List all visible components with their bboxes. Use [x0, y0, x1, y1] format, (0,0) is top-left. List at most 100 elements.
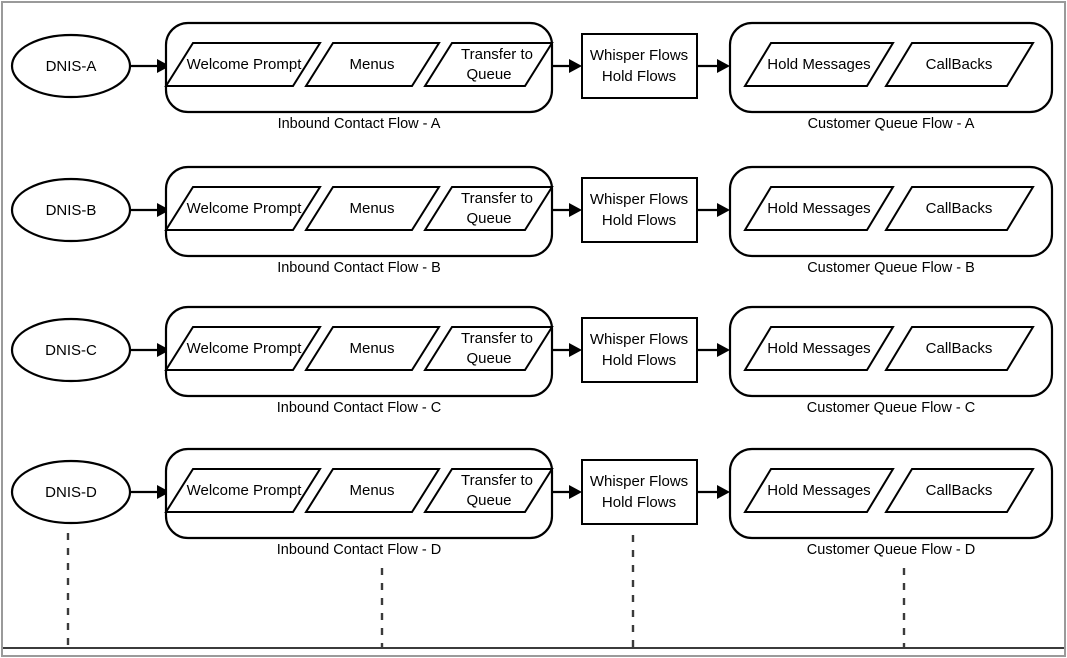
whisper-flows-line1: Whisper Flows [590, 47, 688, 64]
parallelogram [743, 326, 895, 371]
flow-row-c: DNIS-C Welcome Prompt Menus Tran [10, 305, 1054, 416]
dnis-ellipse [10, 33, 132, 99]
parallelogram [743, 42, 895, 87]
dnis-ellipse [10, 459, 132, 525]
step-welcome-prompt[interactable]: Welcome Prompt [164, 42, 322, 87]
parallelogram [164, 186, 322, 231]
inbound-flow-label: Inbound Contact Flow - A [278, 116, 441, 132]
step-hold-messages[interactable]: Hold Messages [743, 186, 895, 231]
whisper-flows-line1: Whisper Flows [590, 191, 688, 208]
dnis-ellipse [10, 177, 132, 243]
connector-whisper-to-queue [697, 203, 730, 217]
connector-dnis-to-inbound [131, 485, 170, 499]
parallelogram [884, 468, 1035, 513]
step-transfer-to-queue[interactable]: Transfer to Queue [423, 42, 554, 87]
step-menus[interactable]: Menus [304, 326, 441, 371]
flow-row-a: DNIS-A Welcome Prompt Menus [10, 21, 1054, 132]
whisper-flows-box-a[interactable]: Whisper Flows Hold Flows [581, 33, 698, 99]
queue-flow-label: Customer Queue Flow - C [807, 400, 975, 416]
step-label-line2: Queue [466, 350, 511, 367]
connector-dnis-to-inbound [131, 59, 170, 73]
step-menus[interactable]: Menus [304, 42, 441, 87]
inbound-flow-label: Inbound Contact Flow - C [277, 400, 441, 416]
whisper-flows-line2: Hold Flows [602, 212, 676, 229]
step-hold-messages[interactable]: Hold Messages [743, 468, 895, 513]
customer-queue-flow-d[interactable]: Hold Messages CallBacks Customer Queue F… [728, 447, 1054, 558]
step-label: Hold Messages [767, 482, 870, 499]
dnis-node-b[interactable]: DNIS-B [10, 177, 132, 243]
step-callbacks[interactable]: CallBacks [884, 42, 1035, 87]
parallelogram [423, 186, 554, 231]
inbound-contact-flow-c[interactable]: Welcome Prompt Menus Transfer to Queue I… [164, 305, 554, 416]
step-welcome-prompt[interactable]: Welcome Prompt [164, 468, 322, 513]
step-hold-messages[interactable]: Hold Messages [743, 42, 895, 87]
dnis-node-a[interactable]: DNIS-A [10, 33, 132, 99]
step-transfer-to-queue[interactable]: Transfer to Queue [423, 326, 554, 371]
whisper-flows-box-b[interactable]: Whisper Flows Hold Flows [581, 177, 698, 243]
step-label: Hold Messages [767, 340, 870, 357]
step-label-line2: Queue [466, 210, 511, 227]
whisper-flows-line1: Whisper Flows [590, 473, 688, 490]
step-label: CallBacks [926, 56, 993, 73]
parallelogram [164, 42, 322, 87]
whisper-flows-line2: Hold Flows [602, 494, 676, 511]
step-transfer-to-queue[interactable]: Transfer to Queue [423, 186, 554, 231]
whisper-flows-box-c[interactable]: Whisper Flows Hold Flows [581, 317, 698, 383]
parallelogram [423, 326, 554, 371]
step-label: Menus [349, 56, 394, 73]
parallelogram [743, 186, 895, 231]
parallelogram [164, 468, 322, 513]
customer-queue-flow-a[interactable]: Hold Messages CallBacks Customer Queue F… [728, 21, 1054, 132]
connector-dnis-to-inbound [131, 343, 170, 357]
dnis-label: DNIS-C [45, 342, 97, 359]
whisper-flows-rect [581, 177, 698, 243]
inbound-contact-flow-d[interactable]: Welcome Prompt Menus Transfer to Queue I… [164, 447, 554, 558]
step-transfer-to-queue[interactable]: Transfer to Queue [423, 468, 554, 513]
step-label-line2: Queue [466, 492, 511, 509]
step-label: Hold Messages [767, 200, 870, 217]
whisper-flows-box-d[interactable]: Whisper Flows Hold Flows [581, 459, 698, 525]
step-label: CallBacks [926, 482, 993, 499]
step-label: Welcome Prompt [187, 200, 303, 217]
step-label: Hold Messages [767, 56, 870, 73]
step-welcome-prompt[interactable]: Welcome Prompt [164, 186, 322, 231]
customer-queue-flow-b[interactable]: Hold Messages CallBacks Customer Queue F… [728, 165, 1054, 276]
queue-flow-label: Customer Queue Flow - D [807, 542, 975, 558]
step-hold-messages[interactable]: Hold Messages [743, 326, 895, 371]
inbound-contact-flow-a[interactable]: Welcome Prompt Menus Transfer to Queue I… [164, 21, 554, 132]
dnis-label: DNIS-B [46, 202, 97, 219]
parallelogram [304, 326, 441, 371]
connector-whisper-to-queue [697, 343, 730, 357]
step-callbacks[interactable]: CallBacks [884, 468, 1035, 513]
customer-queue-flow-c[interactable]: Hold Messages CallBacks Customer Queue F… [728, 305, 1054, 416]
step-label: Menus [349, 340, 394, 357]
whisper-flows-line1: Whisper Flows [590, 331, 688, 348]
step-callbacks[interactable]: CallBacks [884, 326, 1035, 371]
queue-flow-label: Customer Queue Flow - B [807, 260, 975, 276]
step-label: CallBacks [926, 200, 993, 217]
step-welcome-prompt[interactable]: Welcome Prompt [164, 326, 322, 371]
step-label: Welcome Prompt [187, 56, 303, 73]
step-menus[interactable]: Menus [304, 186, 441, 231]
whisper-flows-line2: Hold Flows [602, 68, 676, 85]
queue-flow-label: Customer Queue Flow - A [808, 116, 975, 132]
dnis-label: DNIS-A [46, 58, 97, 75]
inbound-contact-flow-b[interactable]: Welcome Prompt Menus Transfer to Queue I… [164, 165, 554, 276]
dnis-node-c[interactable]: DNIS-C [10, 317, 132, 383]
dnis-node-d[interactable]: DNIS-D [10, 459, 132, 525]
parallelogram [884, 186, 1035, 231]
step-callbacks[interactable]: CallBacks [884, 186, 1035, 231]
dnis-ellipse [10, 317, 132, 383]
connector-dnis-to-inbound [131, 203, 170, 217]
step-label-line1: Transfer to [461, 46, 533, 63]
connector-inbound-to-whisper [552, 485, 582, 499]
connector-inbound-to-whisper [552, 343, 582, 357]
connector-inbound-to-whisper [552, 59, 582, 73]
step-menus[interactable]: Menus [304, 468, 441, 513]
parallelogram [743, 468, 895, 513]
dnis-label: DNIS-D [45, 484, 97, 501]
parallelogram [423, 42, 554, 87]
step-label-line1: Transfer to [461, 190, 533, 207]
